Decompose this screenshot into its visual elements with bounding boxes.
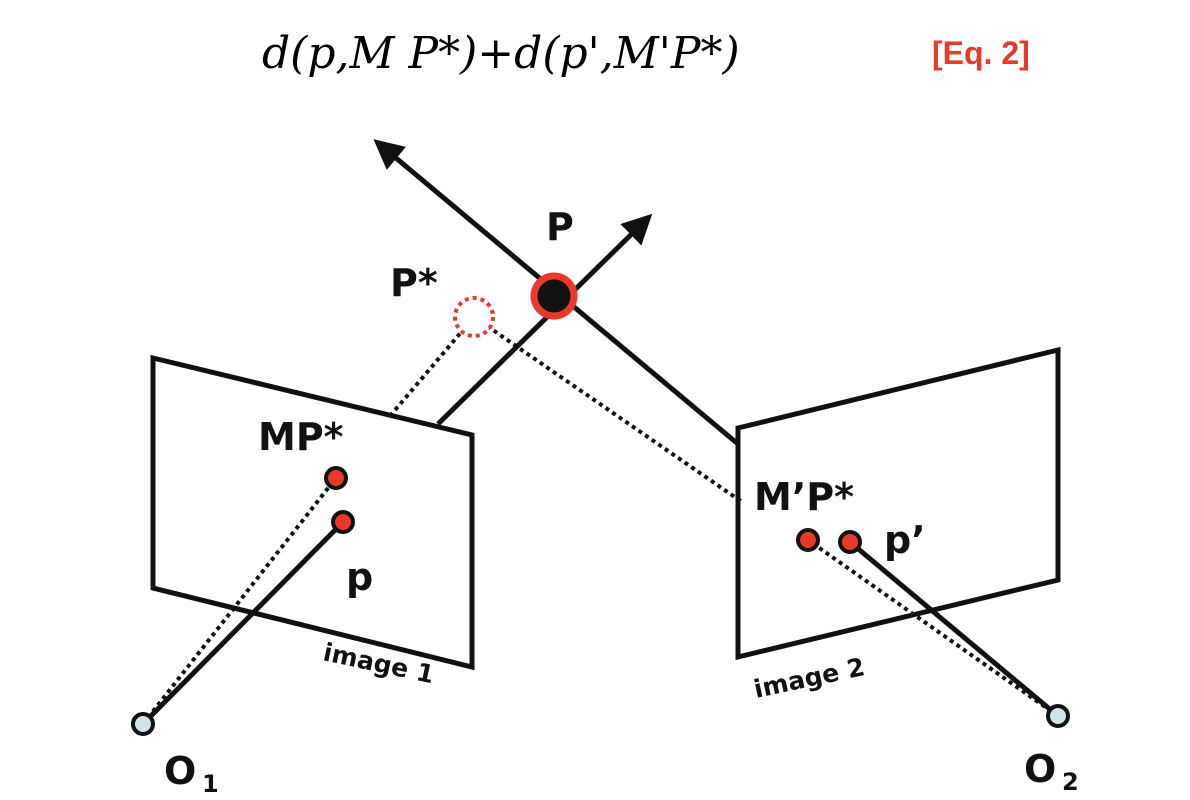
ray-p-to-P-segment [436,213,653,426]
point-MP-star [324,466,348,490]
label-P: P [546,205,574,249]
camera-center-o2 [1046,704,1070,728]
equation-tag: [Eq. 2] [932,35,1030,71]
label-image-2: image 2 [751,652,867,704]
dotted-pstar-to-mprimepstar [472,315,744,504]
point-P [530,272,578,320]
image-plane-1 [150,354,475,671]
point-P-star [453,296,495,338]
dotted-o1-to-mpstar [141,476,338,726]
label-camera-2: O [1024,747,1056,791]
ray-o1-p-segment [141,520,345,726]
dotted-o2-to-mprimepstar [806,538,1060,718]
label-MP-star: MP* [258,415,344,459]
ray-o2-pprime-segment [848,540,1060,718]
equation: d(p,M P*)+d(p',M'P*) [262,28,740,79]
label-p-prime: p’ [884,518,926,562]
label-P-star: P* [390,261,438,305]
label-M-prime-P-star: M’P* [754,475,854,519]
point-p-prime [838,530,862,554]
image-plane-2 [735,346,1061,661]
label-camera-1: O [164,749,196,793]
dotted-mpstar-to-pstar [388,315,476,418]
point-p [331,510,355,534]
label-p: p [346,555,373,599]
label-camera-1-subscript: 1 [202,770,219,798]
camera-center-o1 [131,712,155,736]
point-M-prime-P-star [796,528,820,552]
label-camera-2-subscript: 2 [1062,768,1079,796]
